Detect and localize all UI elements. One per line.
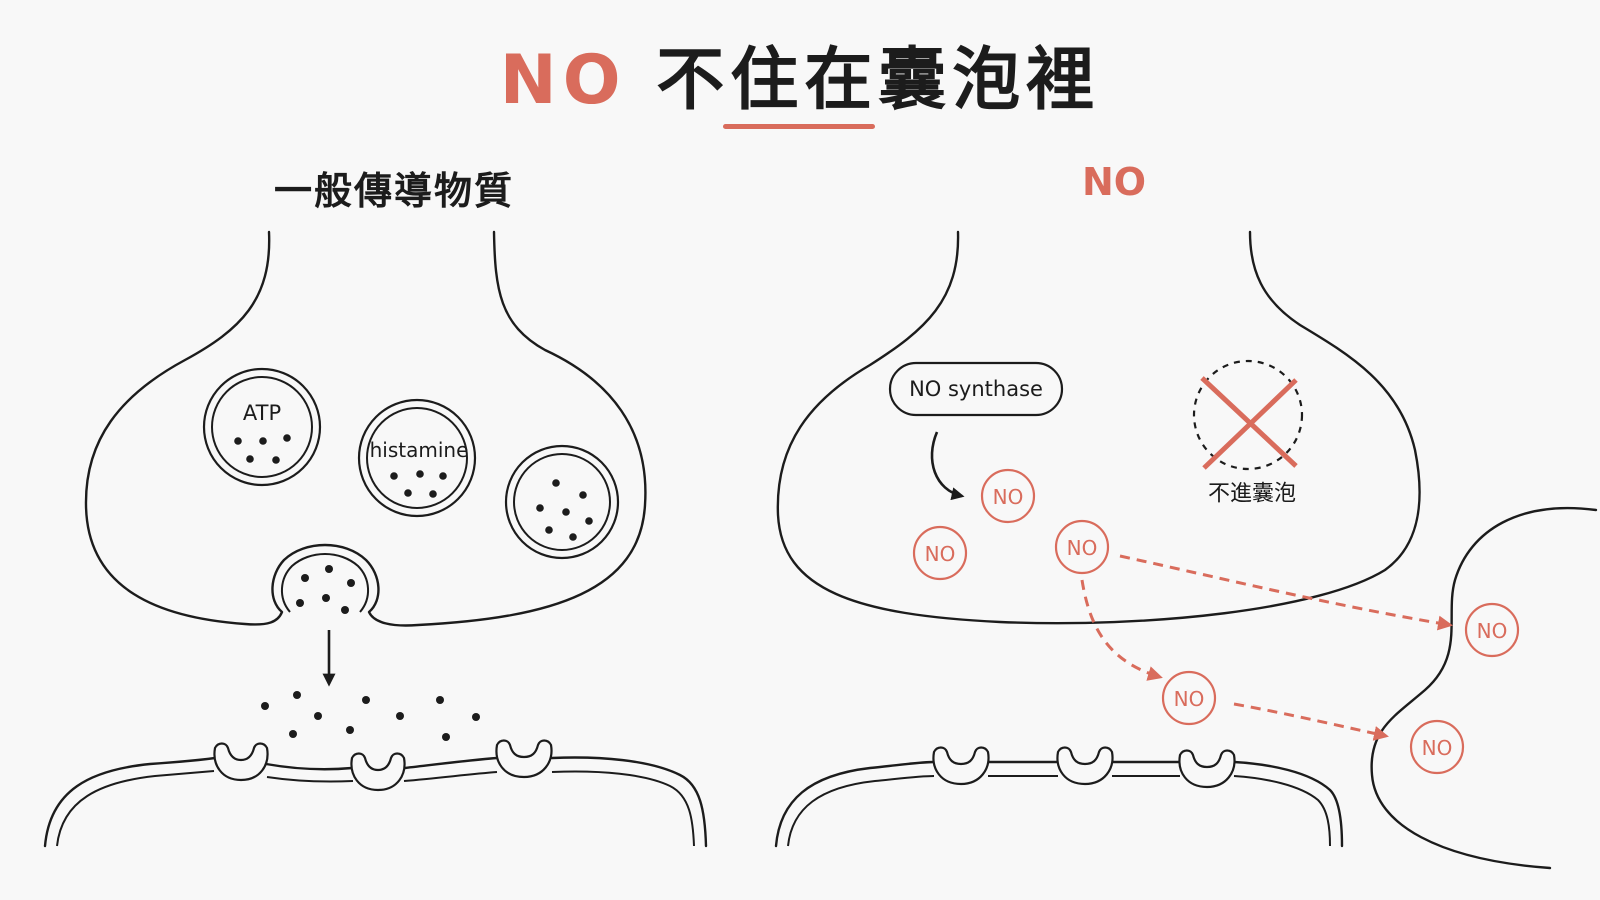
crossed-vesicle-label: 不進囊泡 [1208,482,1296,507]
neighbor-cell-membrane [1370,506,1598,870]
no-molecule: NO [1054,519,1110,575]
synthase-product-arrow [930,431,965,501]
postsynaptic-membrane-right-inner [787,774,1331,847]
no-molecule: NO [912,525,968,581]
no-molecule-label: NO [1477,619,1508,643]
vesicle-histamine: histamine [357,398,477,518]
fusing-vesicle-dots [296,565,355,614]
no-molecule-label: NO [1174,687,1205,711]
no-molecule: NO [980,468,1036,524]
receptor-left-3 [495,739,553,779]
vesicle-unlabeled [504,444,620,560]
diffusion-arrow-2 [1080,579,1163,681]
title-accent: NO [499,41,627,120]
page-title: NO 不住在囊泡裡 [0,24,1600,123]
receptor-right-1 [932,746,990,786]
no-synthase-label: NO synthase [909,377,1043,401]
vesicle-atp-label: ATP [243,401,281,425]
diffusion-arrow-1 [1119,554,1453,631]
title-rest: 不住在囊泡裡 [656,41,1101,120]
fusing-vesicle-inner [281,553,369,613]
presynaptic-terminal-right [776,230,1421,625]
title-underline [723,124,875,129]
left-panel: ATP histamine [43,230,708,848]
no-molecule-label: NO [925,542,956,566]
crossed-vesicle: 不進囊泡 [1192,359,1304,507]
no-molecule-label: NO [1067,536,1098,560]
no-molecule: NO [1464,602,1520,658]
postsynaptic-membrane-right-outer [774,760,1344,848]
no-molecule-label: NO [1422,736,1453,760]
no-molecule: NO [1161,670,1217,726]
released-transmitter-dots [261,691,480,741]
postsynaptic-membrane-left-inner [56,770,695,847]
vesicle-histamine-label: histamine [370,438,469,462]
receptor-right-2 [1056,746,1114,786]
right-panel-heading: NO [1082,160,1147,204]
no-synthase-enzyme: NO synthase [888,361,1064,417]
postsynaptic-membrane-left-outer [43,756,708,848]
receptor-left-1 [213,742,269,782]
receptor-left-2 [350,752,406,792]
receptor-right-3 [1178,749,1236,789]
no-molecule: NO [1409,719,1465,775]
presynaptic-terminal-left [84,230,647,627]
no-molecule-label: NO [993,485,1024,509]
right-panel: NO synthase 不進囊泡 NO [774,230,1598,870]
left-panel-heading: 一般傳導物質 [274,169,515,213]
diffusion-arrow-3 [1233,702,1389,741]
vesicle-atp: ATP [202,367,322,487]
